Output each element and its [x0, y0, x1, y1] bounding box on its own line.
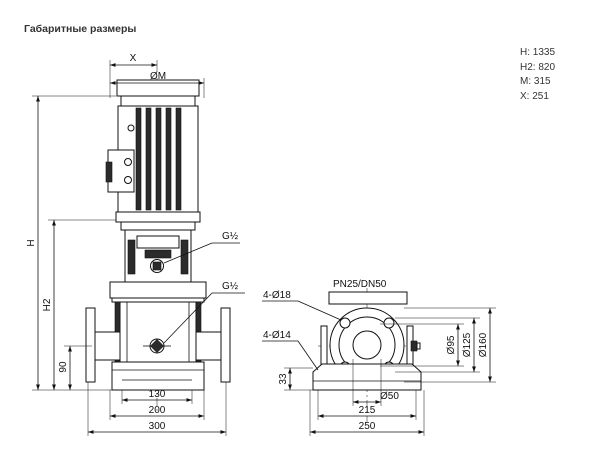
side-view: PN25/DN50 4-Ø18 4-Ø14 Ø95 Ø125 Ø160 33 Ø… [262, 279, 496, 436]
dim-x-label: X [130, 53, 137, 64]
terminal-box [107, 149, 135, 193]
dim-33-label: 33 [278, 373, 289, 385]
flange-bore [352, 330, 382, 360]
dim-d125-label: Ø125 [462, 332, 473, 357]
dim-130-label: 130 [149, 389, 166, 400]
dim-200-label: 200 [149, 405, 166, 416]
dim-d160-label: Ø160 [478, 332, 489, 357]
dim-d50-label: Ø50 [380, 391, 399, 402]
dim-90-label: 90 [58, 361, 69, 373]
motor-fins [135, 107, 182, 211]
dim-300-label: 300 [149, 421, 166, 432]
dim-215-label: 215 [359, 405, 376, 416]
flange-left [85, 307, 96, 383]
flange-right [220, 307, 231, 383]
spec-h: H: 1335 [520, 47, 556, 58]
dim-h-label: H [26, 239, 37, 246]
pn-label: PN25/DN50 [333, 279, 387, 290]
spec-list: H: 1335 H2: 820 M: 315 X: 251 [520, 46, 555, 104]
pump-base [111, 361, 205, 391]
g-bottom-label: G½ [222, 281, 239, 292]
spec-m: M: 315 [520, 76, 551, 87]
spec-h2: H2: 820 [520, 61, 556, 73]
dim-250-label: 250 [359, 421, 376, 432]
dim-d95-label: Ø95 [446, 335, 457, 354]
holes-18-label: 4-Ø18 [263, 290, 291, 301]
holes-14-label: 4-Ø14 [263, 330, 291, 341]
dim-h2-label: H2 [42, 298, 53, 311]
spec-x: X: 251 [520, 90, 549, 102]
g-top-label: G½ [222, 231, 239, 242]
front-view: X ØM H H2 90 G½ G½ 130 200 300 [26, 53, 245, 436]
page-title: Габаритные размеры [24, 23, 137, 35]
dim-m-label: ØM [150, 71, 166, 82]
